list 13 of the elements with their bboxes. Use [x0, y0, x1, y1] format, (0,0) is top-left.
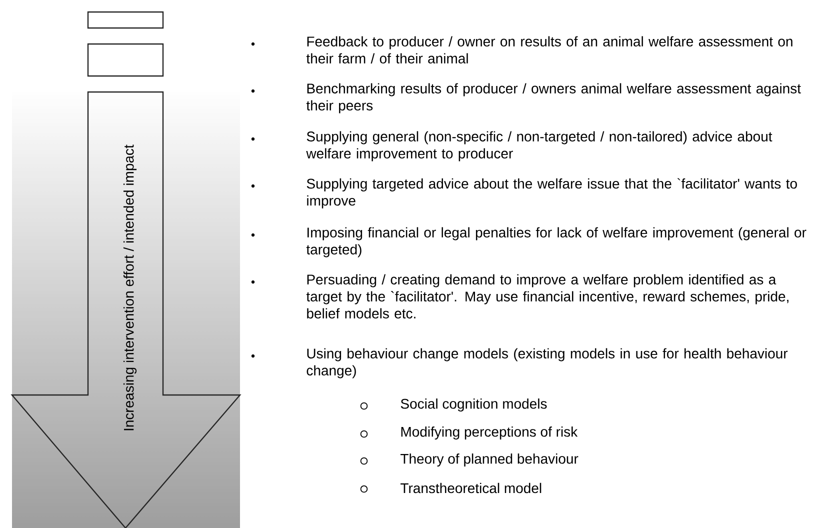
empty-box [87, 43, 164, 77]
sub-bullet-text: Transtheoretical model [400, 482, 542, 494]
sub-bullet-text: Theory of planned behaviour [400, 453, 578, 467]
empty-box [87, 11, 164, 29]
sub-bullet-text: Social cognition models [400, 398, 547, 412]
bullet-text: Feedback to producer / owner on results of an animal welfare assessment on their farm / of their animal [306, 36, 792, 64]
bullet-text: Supplying targeted advice about the welfare issue that the `facilitator' wants to improve [306, 178, 797, 208]
sub-bullet-text: Modifying perceptions of risk [401, 426, 578, 440]
bullet-text: Persuading / creating demand to improve a welfare problem identified as a target by the `facilitator'. May use financial incentive, reward schemes, pride, belief models etc. [306, 274, 788, 318]
bullet-text: Using behaviour change models (existing models in use for health behaviour change) [306, 348, 788, 378]
bullet-text: Supplying general (non-specific / non-targeted / non-tailored) advice about welfare improvement to producer [306, 131, 772, 162]
bullet-text: Imposing financial or legal penalties for lack of welfare improvement (general or targeted) [306, 227, 806, 258]
bullet-text: Benchmarking results of producer / owners animal welfare assessment against their peers [306, 83, 801, 114]
